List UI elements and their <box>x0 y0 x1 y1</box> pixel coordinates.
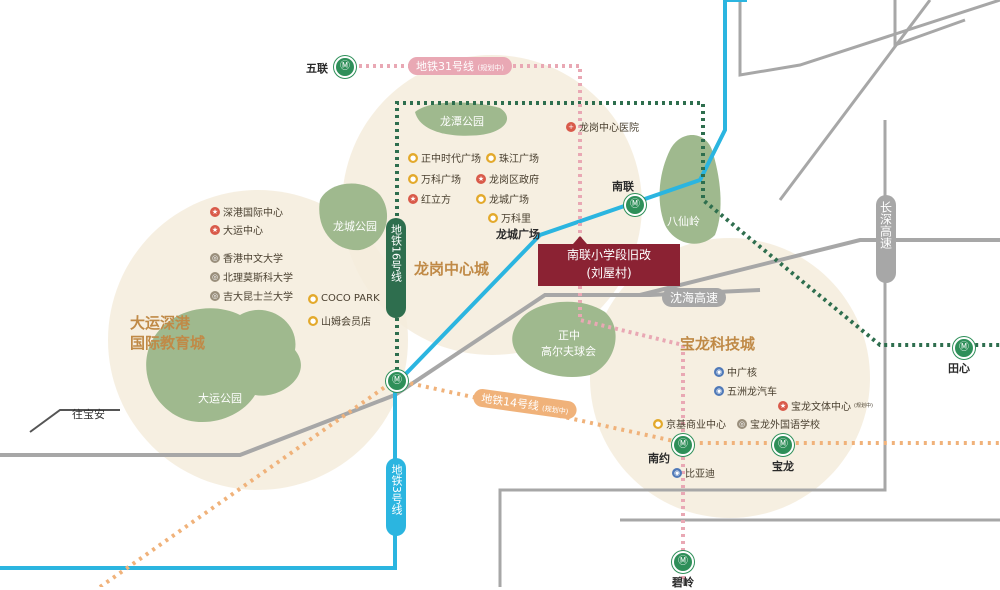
project-pointer <box>573 236 587 244</box>
zone-label-baolong: 宝龙科技城 <box>680 335 756 353</box>
station-baolong-icon[interactable]: Ⓜ <box>772 434 794 456</box>
star-icon: ★ <box>778 400 788 411</box>
station-wulian-label: 五联 <box>306 62 328 75</box>
company-icon: ◉ <box>714 385 724 396</box>
shop-icon: ● <box>408 152 418 163</box>
poi-jlu-uq[interactable]: ◎吉大昆士兰大学 <box>210 290 293 303</box>
shop-icon: ● <box>653 418 663 429</box>
school-icon: ◎ <box>737 418 747 429</box>
project-sub: (刘屋村) <box>586 266 632 280</box>
road-north-1 <box>738 0 1000 77</box>
label-metro16: 地铁16号线 <box>386 218 406 318</box>
poi-vanke-li[interactable]: ●万科里 <box>488 212 531 225</box>
poi-cuhk[interactable]: ◎香港中文大学 <box>210 252 283 265</box>
poi-shengang[interactable]: ★深港国际中心 <box>210 206 283 219</box>
station-interchange-icon[interactable]: Ⓜ <box>386 370 408 392</box>
school-icon: ◎ <box>210 252 220 263</box>
station-nanlian-icon[interactable]: Ⓜ <box>624 194 646 216</box>
zone-label-dayun-2: 国际教育城 <box>130 334 206 352</box>
zone-circle-baolong <box>590 238 870 518</box>
star-icon: ★ <box>210 224 220 235</box>
station-tianxin-icon[interactable]: Ⓜ <box>953 337 975 359</box>
poi-cgn[interactable]: ◉中广核 <box>714 366 757 379</box>
star-icon: ★ <box>476 173 486 184</box>
park-label-dayun: 大运公园 <box>198 392 242 405</box>
station-biling-label: 碧岭 <box>672 576 694 589</box>
park-longtan <box>415 102 508 136</box>
park-baxianling <box>659 135 721 244</box>
park-label-baxianling: 八仙岭 <box>667 215 700 228</box>
park-label-golf: 高尔夫球会 <box>541 345 596 358</box>
label-metro31: 地铁31号线 (规划中) <box>408 57 512 75</box>
poi-byd[interactable]: ◉比亚迪 <box>672 467 715 480</box>
poi-wuzhoulong[interactable]: ◉五洲龙汽车 <box>714 385 777 398</box>
poi-zhujiang[interactable]: ●珠江广场 <box>486 152 539 165</box>
poi-district-gov[interactable]: ★龙岗区政府 <box>476 173 539 186</box>
line-metro3 <box>0 0 727 570</box>
poi-hospital[interactable]: +龙岗中心医院 <box>566 119 639 134</box>
station-longcheng-label: 龙城广场 <box>496 228 540 241</box>
project-highlight-box[interactable]: 南联小学段旧改 (刘屋村) <box>538 244 680 286</box>
shop-icon: ● <box>408 173 418 184</box>
label-metro3: 地铁3号线 <box>386 458 406 536</box>
poi-cocopark[interactable]: ●COCO PARK <box>308 293 380 304</box>
park-label-zhengzhong: 正中 <box>558 329 580 342</box>
road-changshen <box>498 120 887 587</box>
park-longcheng <box>319 183 388 251</box>
company-icon: ◉ <box>714 366 724 377</box>
station-wulian-icon[interactable]: Ⓜ <box>334 56 356 78</box>
station-nanyue-label: 南约 <box>648 452 670 465</box>
station-nanyue-icon[interactable]: Ⓜ <box>672 434 694 456</box>
road-to-baoan <box>29 409 120 433</box>
road-shenhai-east <box>639 238 1000 297</box>
shop-icon: ● <box>308 293 318 304</box>
park-dayun <box>146 308 301 423</box>
poi-dayunzhongxin[interactable]: ★大运中心 <box>210 224 263 237</box>
zone-label-dayun-1: 大运深港 <box>130 314 191 332</box>
shop-icon: ● <box>486 152 496 163</box>
station-nanlian-label: 南联 <box>612 180 634 193</box>
poi-longcheng-plaza[interactable]: ●龙城广场 <box>476 193 529 206</box>
project-name: 南联小学段旧改 <box>566 248 651 262</box>
star-icon: ★ <box>210 206 220 217</box>
shop-icon: ● <box>488 212 498 223</box>
poi-sams[interactable]: ●山姆会员店 <box>308 315 371 328</box>
park-label-longcheng: 龙城公园 <box>333 220 377 233</box>
poi-kingkey[interactable]: ●京基商业中心 <box>653 418 726 431</box>
shop-icon: ● <box>308 315 318 326</box>
label-shenhai: 沈海高速 <box>662 288 727 307</box>
poi-bit-msu[interactable]: ◎北理莫斯科大学 <box>210 271 293 284</box>
park-label-longtan: 龙潭公园 <box>440 115 484 128</box>
school-icon: ◎ <box>210 271 220 282</box>
station-biling-icon[interactable]: Ⓜ <box>672 551 694 573</box>
poi-zhengzhong[interactable]: ●正中时代广场 <box>408 152 481 165</box>
line-metro16 <box>395 101 1000 370</box>
star-icon: ★ <box>408 193 418 204</box>
label-changshen: 长深高速 <box>876 195 896 283</box>
station-tianxin-label: 田心 <box>948 362 970 375</box>
shop-icon: ● <box>476 193 486 204</box>
poi-baolong-sports[interactable]: ★宝龙文体中心(规划中) <box>778 400 873 413</box>
company-icon: ◉ <box>672 467 682 478</box>
hospital-icon: + <box>566 121 576 132</box>
school-icon: ◎ <box>210 290 220 301</box>
station-baolong-label: 宝龙 <box>772 460 794 473</box>
poi-hongli[interactable]: ★红立方 <box>408 193 451 206</box>
label-to-baoan: 往宝安 <box>72 408 105 421</box>
poi-baolong-school[interactable]: ◎宝龙外国语学校 <box>737 418 820 431</box>
road-shenhai <box>0 288 761 457</box>
zone-label-longgang: 龙岗中心城 <box>414 260 490 278</box>
road-diag <box>778 0 932 201</box>
poi-vanke-plaza[interactable]: ●万科广场 <box>408 173 461 186</box>
